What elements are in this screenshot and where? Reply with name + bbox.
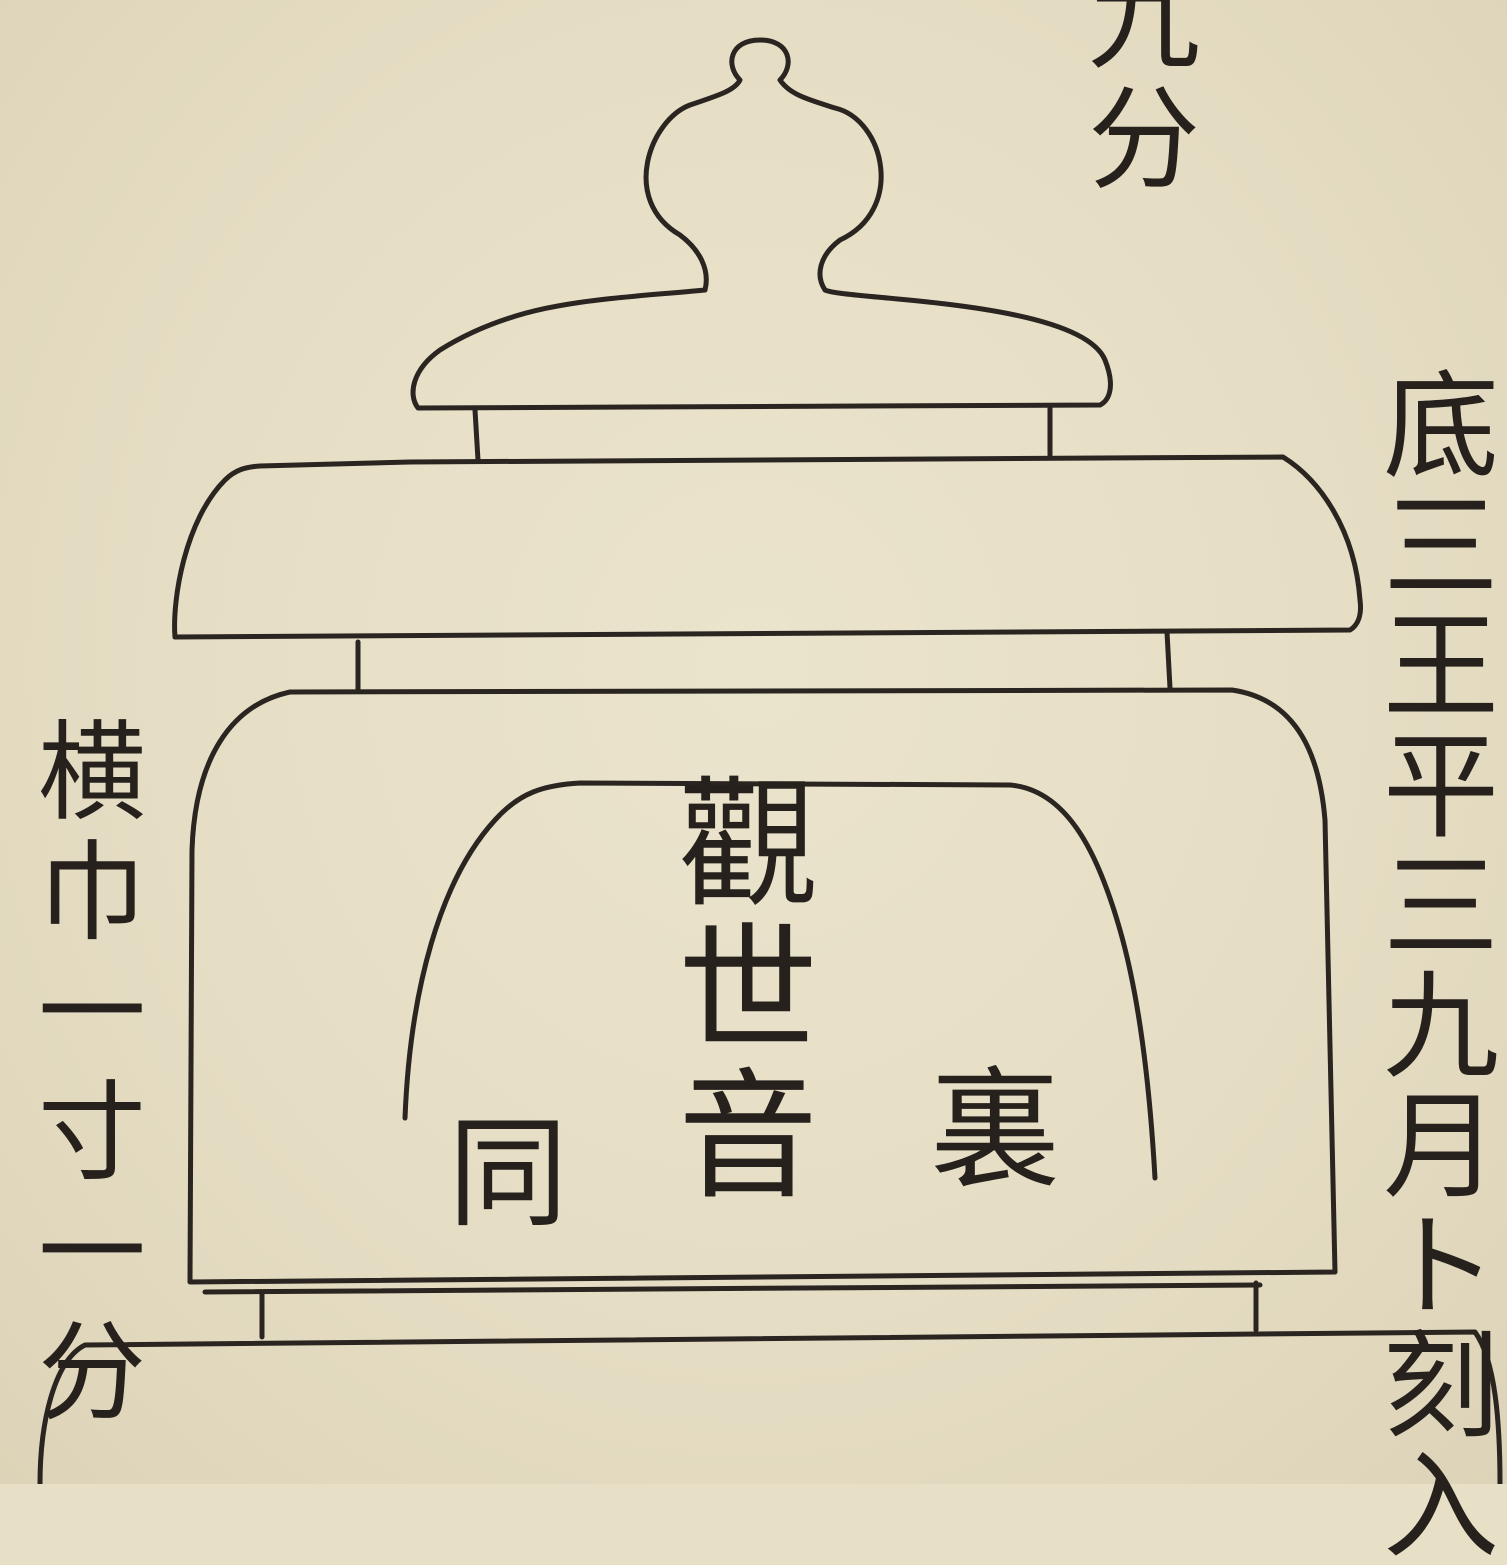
finial-neck-left — [472, 407, 481, 463]
shrine-body — [187, 687, 1338, 1285]
roof-cap — [172, 454, 1363, 640]
dimension-note-top: 九分 — [1069, 0, 1199, 200]
dimension-note-left: 横巾一寸一分 — [20, 715, 145, 1435]
base-plinth — [37, 1329, 1503, 1484]
base-top-line — [202, 1282, 1263, 1295]
paper-background — [0, 0, 1507, 1484]
roof-connector-right — [1164, 629, 1173, 691]
inscription-title: 觀世音 — [654, 770, 817, 1208]
inscription-mark-left: 同 — [448, 1105, 568, 1244]
inner-arch — [402, 780, 1158, 1181]
shrine-drawing — [37, 37, 1503, 1484]
finial — [410, 37, 1113, 411]
dimension-note-right: 底三王平三九月ト刻入 — [1363, 365, 1498, 1565]
inscription-mark-right: 裏 — [930, 1054, 1061, 1206]
